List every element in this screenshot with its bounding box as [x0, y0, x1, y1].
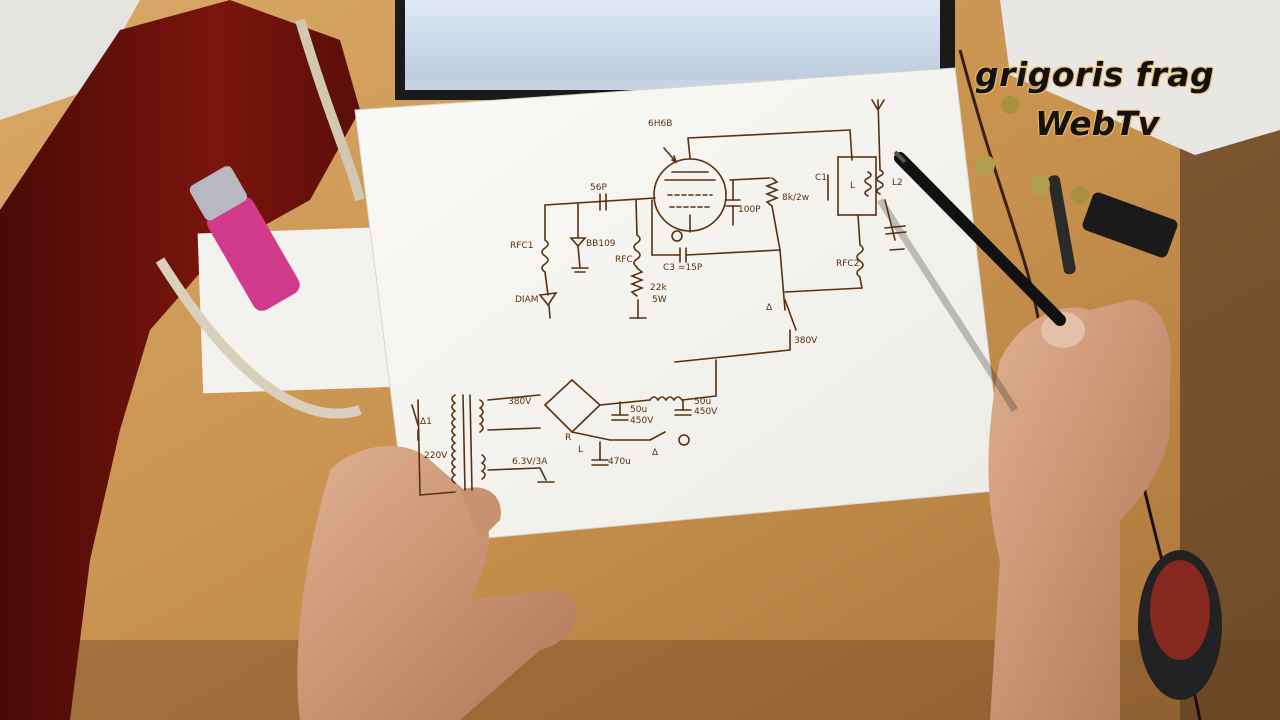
right-hand	[988, 300, 1171, 720]
label-switch-d1: Δ1	[420, 417, 432, 427]
label-tank-l: L	[850, 181, 855, 191]
label-cap-b-voltage: 450V	[694, 407, 718, 417]
label-antenna-input: DIAM	[515, 295, 539, 305]
pen	[894, 152, 1066, 326]
label-tank-c: C1	[815, 173, 827, 183]
label-rfc2: RFC	[615, 255, 633, 265]
label-cap-c: 470u	[608, 457, 631, 467]
label-cap-a-voltage: 450V	[630, 416, 654, 426]
label-rfc3: RFC2	[836, 259, 859, 269]
watermark-line1: grigoris frag	[975, 55, 1215, 94]
left-hand	[297, 446, 578, 720]
label-secondary-hv: 380V	[508, 397, 532, 407]
label-mains: 220V	[424, 451, 448, 461]
red-cloth	[0, 0, 360, 720]
label-cap-grid: 56P	[590, 183, 607, 193]
label-c3: C3 =15P	[663, 263, 703, 273]
label-grid-resistor-watt: 5W	[652, 295, 667, 305]
label-switch-a: Δ	[766, 303, 773, 313]
label-cap-a: 50u	[630, 405, 647, 415]
white-device	[1000, 0, 1280, 155]
label-rfc1: RFC1	[510, 241, 533, 251]
label-secondary-filament: 6.3V/3A	[512, 457, 548, 467]
label-resistor-b: R	[565, 433, 571, 443]
watermark-line2: WebTv	[1035, 104, 1160, 143]
label-plate-resistor: 8k/2w	[782, 193, 809, 203]
white-surface	[0, 0, 140, 120]
pink-lighter	[189, 166, 300, 311]
label-choke: L	[578, 445, 583, 455]
label-bypass: 100P	[738, 205, 761, 215]
label-b-plus: 380V	[794, 336, 818, 346]
label-tank-l2: L2	[892, 178, 903, 188]
black-lighter	[1082, 192, 1178, 258]
label-cap-b: 50u	[694, 397, 711, 407]
label-tube: 6H6B	[648, 119, 672, 129]
monitor-screen	[405, 0, 940, 88]
label-varicap: BB109	[586, 239, 616, 249]
label-grid-resistor: 22k	[650, 283, 667, 293]
label-output-switch: Δ	[652, 448, 659, 458]
